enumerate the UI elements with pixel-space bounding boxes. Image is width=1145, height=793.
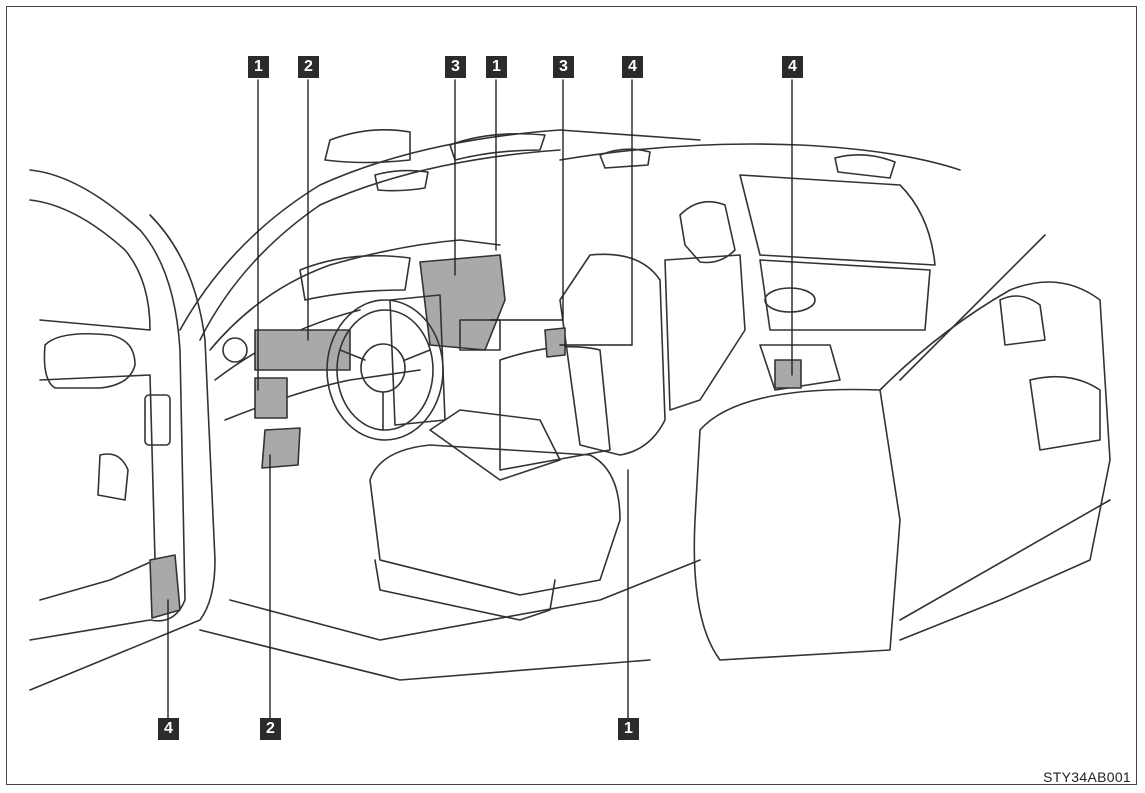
steering-wheel	[326, 299, 444, 441]
side-mirror	[43, 332, 136, 389]
callout-1-front-airbag: 1	[486, 56, 507, 78]
callout-4-side-airbag: 4	[622, 56, 643, 78]
driver-front-airbag-area	[254, 377, 288, 419]
windshield	[179, 128, 701, 341]
dashboard	[209, 239, 506, 469]
floor-sill	[199, 409, 701, 681]
rear-view-mirror	[374, 169, 429, 192]
front-seat-side-airbag	[544, 327, 566, 358]
callout-4-rear-side-airbag: 4	[782, 56, 803, 78]
driver-knee-airbag	[254, 329, 351, 371]
front-door	[29, 169, 216, 691]
rear-interior	[559, 143, 1111, 661]
passenger-airbag	[419, 254, 506, 351]
rear-side-airbag	[774, 359, 802, 389]
leader-lines	[167, 79, 793, 719]
illustration-frame	[6, 6, 1137, 785]
callout-4-door-airbag: 4	[158, 718, 179, 740]
callout-3-passenger-airbag: 3	[445, 56, 466, 78]
front-seats	[369, 200, 746, 621]
callout-1-seat-airbag: 1	[618, 718, 639, 740]
lower-panel-airbag	[261, 427, 301, 469]
figure-code: STY34AB001	[1043, 769, 1131, 785]
callout-1-driver-front-airbag: 1	[248, 56, 269, 78]
callout-2-knee-airbag: 2	[298, 56, 319, 78]
door-curtain-airbag-area	[149, 554, 181, 619]
callout-3-passenger-airbag-2: 3	[553, 56, 574, 78]
callout-2-lower-airbag: 2	[260, 718, 281, 740]
